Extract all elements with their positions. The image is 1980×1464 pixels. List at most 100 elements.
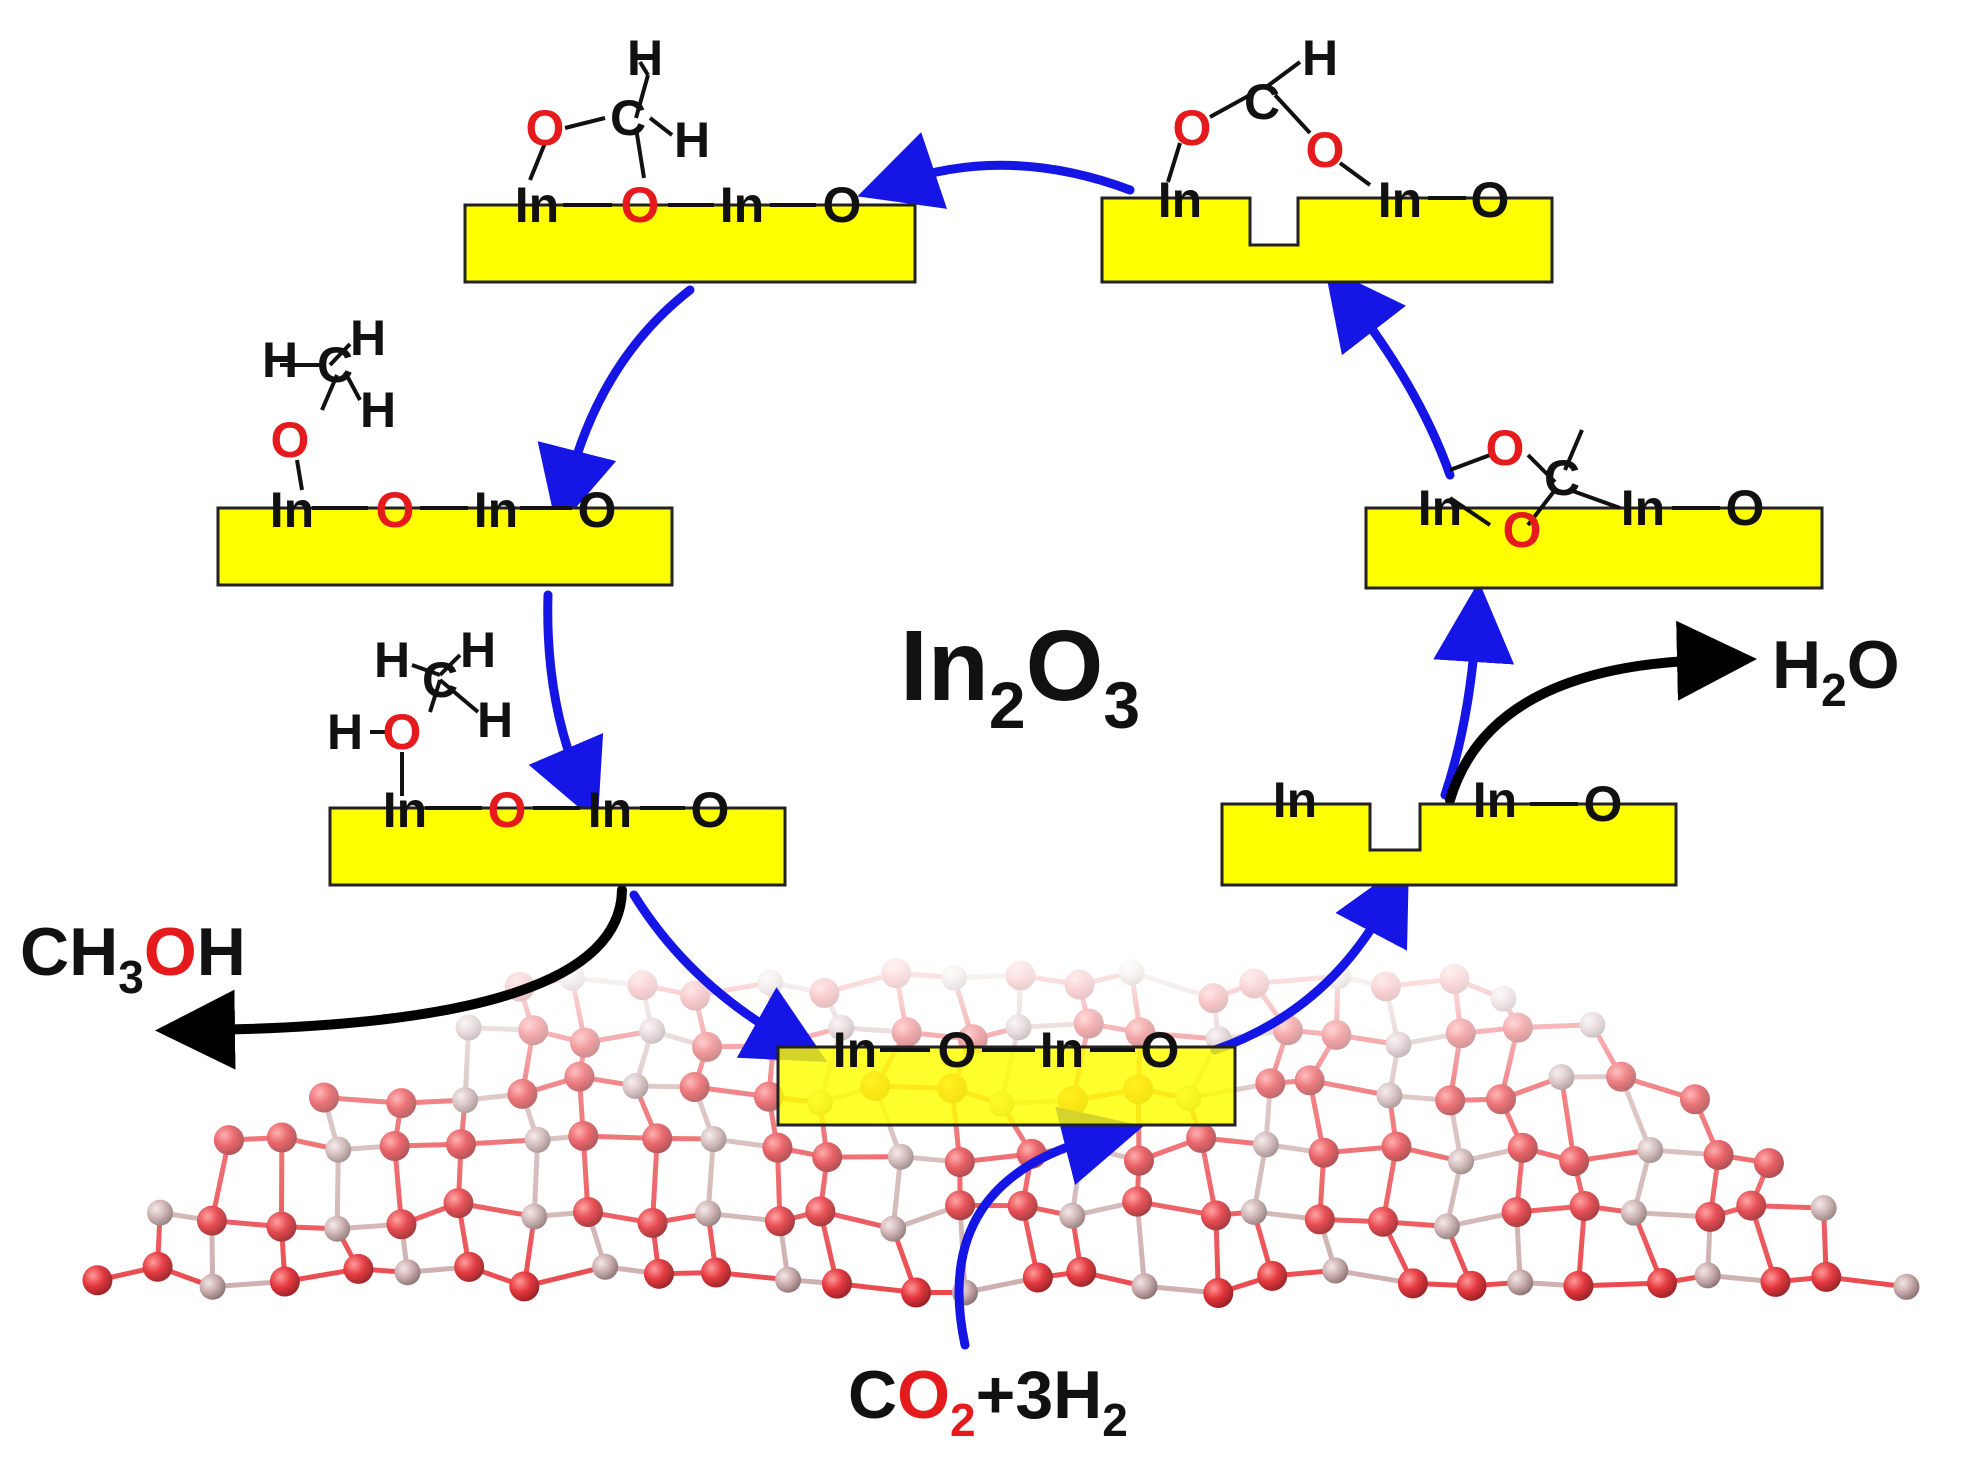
cycle-arrow-3 xyxy=(528,590,604,824)
lattice-oxygen-atom xyxy=(945,1190,976,1221)
cycle-arrow-6 xyxy=(1433,581,1515,800)
lattice-oxygen-atom xyxy=(637,1207,668,1238)
cycle-arrow-1 xyxy=(857,132,1135,209)
lattice-oxygen-atom xyxy=(569,1027,600,1058)
lattice-oxygen-atom xyxy=(1005,960,1036,991)
atom-o: O xyxy=(938,1022,977,1078)
lattice-oxygen-atom xyxy=(266,1211,297,1242)
lattice-oxygen-atom xyxy=(1445,1018,1476,1049)
lattice-oxygen-atom xyxy=(509,1271,540,1302)
atom-o-red: O xyxy=(1486,420,1525,476)
lattice-oxygen-atom xyxy=(1294,1065,1325,1096)
atom-in: In xyxy=(1040,1022,1084,1078)
lattice-indium-atom xyxy=(325,1136,352,1163)
atom-in: In xyxy=(1273,772,1317,828)
lattice-oxygen-atom xyxy=(1501,1197,1532,1228)
lattice-indium-atom xyxy=(887,1143,914,1170)
lattice-indium-atom xyxy=(1385,1031,1412,1058)
atom-o-red: O xyxy=(526,100,565,156)
lattice-indium-atom xyxy=(1376,1082,1403,1109)
atom-c: C xyxy=(1244,74,1280,130)
lattice-oxygen-atom xyxy=(564,1061,595,1092)
atom-o-red: O xyxy=(1306,122,1345,178)
atom-o-red: O xyxy=(376,482,415,538)
atom-h: H xyxy=(374,632,410,688)
lattice-indium-atom xyxy=(757,969,784,996)
lattice-indium-atom xyxy=(592,1253,619,1280)
lattice-oxygen-atom xyxy=(1647,1268,1678,1299)
lattice-oxygen-atom xyxy=(1239,968,1270,999)
lattice-oxygen-atom xyxy=(692,1031,723,1062)
lattice-indium-atom xyxy=(622,1073,649,1100)
lattice-oxygen-atom xyxy=(1368,1206,1399,1237)
atom-o-red: O xyxy=(488,782,527,838)
atom-in: In xyxy=(588,782,632,838)
atom-h: H xyxy=(460,622,496,678)
lattice-oxygen-atom xyxy=(1736,1190,1767,1221)
lattice-oxygen-atom xyxy=(812,1142,843,1173)
lattice-oxygen-atom xyxy=(1563,1270,1594,1301)
lattice-oxygen-atom xyxy=(881,958,912,989)
in2o3-crystal-lattice xyxy=(82,958,1920,1309)
cycle-arrow-7 xyxy=(1324,266,1455,480)
cycle-arrow-4 xyxy=(629,890,828,1063)
atom-h: H xyxy=(360,382,396,438)
lattice-indium-atom xyxy=(1240,1198,1267,1225)
atom-o-red: O xyxy=(621,177,660,233)
lattice-oxygen-atom xyxy=(213,1125,244,1156)
catalytic-cycle-arrows xyxy=(528,132,1515,1350)
lattice-indium-atom xyxy=(1694,1262,1721,1289)
lattice-oxygen-atom xyxy=(680,980,711,1011)
lattice-oxygen-atom xyxy=(1198,983,1229,1014)
lattice-indium-atom xyxy=(1507,1269,1534,1296)
lattice-oxygen-atom xyxy=(1569,1190,1600,1221)
lattice-indium-atom xyxy=(695,1200,722,1227)
atom-h: H xyxy=(350,310,386,366)
slab-lower-left xyxy=(328,806,787,887)
lattice-oxygen-atom xyxy=(309,1082,340,1113)
atom-o-red: O xyxy=(383,704,422,760)
atom-h: H xyxy=(477,692,513,748)
lattice-oxygen-atom xyxy=(1308,1137,1339,1168)
lattice-indium-atom xyxy=(147,1199,174,1226)
lattice-indium-atom xyxy=(639,1017,666,1044)
lattice-oxygen-atom xyxy=(1370,971,1401,1002)
lattice-oxygen-atom xyxy=(1186,1122,1217,1153)
lattice-oxygen-atom xyxy=(944,1147,975,1178)
lattice-oxygen-atom xyxy=(1456,1270,1487,1301)
molecule-bonds xyxy=(280,60,1720,1052)
lattice-indium-atom xyxy=(1118,959,1145,986)
lattice-oxygen-atom xyxy=(1435,1085,1466,1116)
lattice-oxygen-atom xyxy=(1066,1256,1097,1287)
lattice-oxygen-atom xyxy=(82,1265,113,1296)
lattice-oxygen-atom xyxy=(196,1205,227,1236)
lattice-oxygen-atom xyxy=(266,1122,297,1153)
lattice-indium-atom xyxy=(1131,1273,1158,1300)
atom-in: In xyxy=(1621,480,1665,536)
methanol-release-arrow xyxy=(155,885,627,1070)
lattice-indium-atom xyxy=(1548,1064,1575,1091)
lattice-indium-atom xyxy=(1433,1213,1460,1240)
lattice-oxygen-atom xyxy=(572,1196,603,1227)
lattice-oxygen-atom xyxy=(1606,1061,1637,1092)
water-product-label: H2O xyxy=(1772,627,1900,716)
atom-in: In xyxy=(833,1022,877,1078)
lattice-oxygen-atom xyxy=(1811,1261,1842,1292)
atom-c: C xyxy=(1544,450,1580,506)
slab-top-left xyxy=(463,203,917,284)
lattice-oxygen-atom xyxy=(762,1132,793,1163)
lattice-oxygen-atom xyxy=(1559,1146,1590,1177)
lattice-oxygen-atom xyxy=(1124,1145,1155,1176)
lattice-oxygen-atom xyxy=(343,1253,374,1284)
lattice-indium-atom xyxy=(1448,1148,1475,1175)
atom-o-red: O xyxy=(1173,100,1212,156)
product-arrows xyxy=(155,620,1757,1070)
lattice-oxygen-atom xyxy=(142,1251,173,1282)
lattice-oxygen-atom xyxy=(1679,1084,1710,1115)
lattice-indium-atom xyxy=(1322,1257,1349,1284)
atom-o: O xyxy=(1726,480,1765,536)
atom-in: In xyxy=(270,482,314,538)
lattice-oxygen-atom xyxy=(1439,963,1470,994)
lattice-oxygen-atom xyxy=(1703,1139,1734,1170)
